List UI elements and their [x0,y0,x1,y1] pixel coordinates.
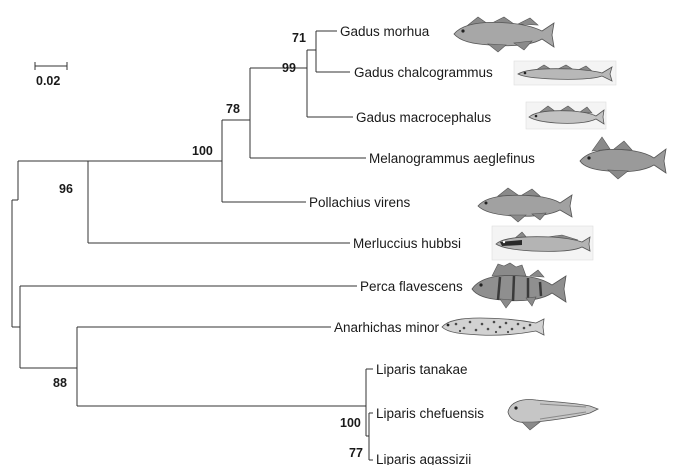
taxon-label-perca-flavescens: Perca flavescens [360,279,463,294]
hake-illustration [492,226,593,260]
cod-illustration [454,17,554,52]
support-value-morhua-chalcogrammus: 71 [292,31,306,45]
tree-branches [12,31,373,460]
support-value-gadus: 99 [282,61,296,75]
pacific-cod-illustration [526,102,606,129]
support-value-liparis-agassizii: 77 [349,446,363,460]
taxon-label-gadus-macrocephalus: Gadus macrocephalus [356,110,491,125]
support-value-gadidae: 100 [192,144,213,158]
support-values: 71 99 78 100 96 88 100 77 [53,31,363,460]
snailfish-illustration [508,400,598,431]
taxon-label-anarhichas-minor: Anarhichas minor [334,320,440,335]
scale-bar: 0.02 [35,62,67,88]
taxon-label-gadus-chalcogrammus: Gadus chalcogrammus [354,65,493,80]
perch-illustration [472,263,566,308]
scale-bar-label: 0.02 [36,74,60,88]
taxon-label-gadus-morhua: Gadus morhua [340,24,430,39]
support-value-liparis-chefuensis-agassizii: 100 [340,416,361,430]
taxon-label-pollachius-virens: Pollachius virens [309,195,411,210]
taxon-label-liparis-agassizii: Liparis agassizii [376,452,471,465]
support-value-anarhichas-liparis: 88 [53,376,67,390]
support-value-gadus-melanogrammus: 78 [226,102,240,116]
taxon-label-liparis-tanakae: Liparis tanakae [376,362,468,377]
taxon-label-melanogrammus-aeglefinus: Melanogrammus aeglefinus [369,151,535,166]
saithe-illustration [478,188,572,222]
wolffish-illustration [442,318,544,335]
haddock-illustration [580,137,666,179]
pollock-illustration [514,61,616,85]
support-value-gadiformes: 96 [59,182,73,196]
taxon-label-merluccius-hubbsi: Merluccius hubbsi [353,236,461,251]
taxon-label-liparis-chefuensis: Liparis chefuensis [376,406,484,421]
